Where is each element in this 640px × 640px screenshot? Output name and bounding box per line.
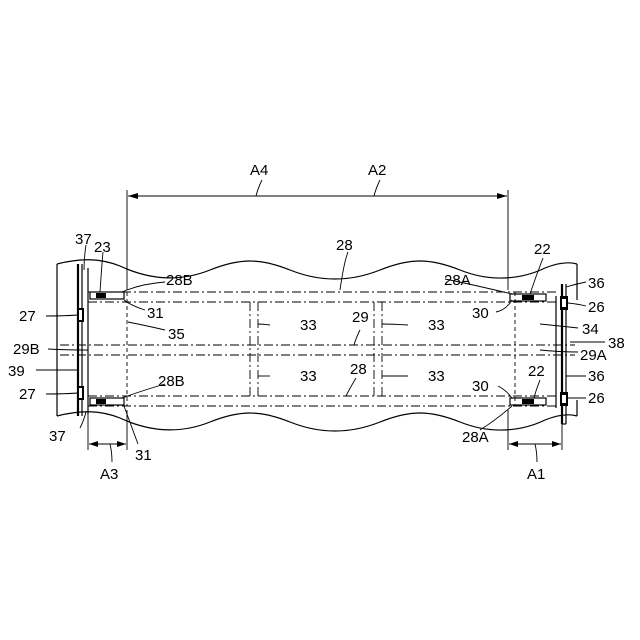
label-30-top: 30: [472, 305, 489, 322]
label-29: 29: [352, 309, 369, 326]
label-29a: 29A: [580, 347, 607, 364]
label-33-upper-right: 33: [428, 317, 445, 334]
label-a2: A2: [368, 162, 386, 179]
label-33-upper-left: 33: [300, 317, 317, 334]
label-37-bottom: 37: [49, 428, 66, 445]
leader-lines: [36, 245, 605, 444]
label-36-bottom: 36: [588, 368, 605, 385]
label-28b-top: 28B: [166, 272, 193, 289]
label-22-top: 22: [534, 241, 551, 258]
label-28a-top: 28A: [444, 272, 471, 289]
label-22-bottom: 22: [528, 363, 545, 380]
label-a3: A3: [100, 466, 118, 483]
frame-members: [60, 292, 575, 406]
label-a1: A1: [527, 466, 545, 483]
label-28-mid: 28: [350, 361, 367, 378]
label-33-lower-right: 33: [428, 368, 445, 385]
dimension-a3: [88, 410, 127, 462]
label-28b-bottom: 28B: [158, 373, 185, 390]
label-27-bottom: 27: [19, 386, 36, 403]
label-34: 34: [582, 321, 599, 338]
label-23: 23: [94, 239, 111, 256]
label-35: 35: [168, 326, 185, 343]
label-36-top: 36: [588, 275, 605, 292]
label-31-top: 31: [147, 305, 164, 322]
label-39: 39: [8, 363, 25, 380]
label-26-bottom: 26: [588, 390, 605, 407]
dimension-a1: [508, 410, 562, 462]
label-28-top: 28: [336, 237, 353, 254]
label-26-top: 26: [588, 299, 605, 316]
reference-labels: A4 A2 37 23 28 22 28B 28A 36 27 31 30 26…: [8, 162, 625, 483]
label-33-lower-left: 33: [300, 368, 317, 385]
left-end-plate: [77, 264, 88, 416]
label-38: 38: [608, 335, 625, 352]
label-27-top: 27: [19, 308, 36, 325]
right-end-plate: [556, 284, 568, 424]
label-31-bottom: 31: [135, 447, 152, 464]
label-30-bottom: 30: [472, 378, 489, 395]
label-28a-bottom: 28A: [462, 429, 489, 446]
label-37-top: 37: [75, 231, 92, 248]
label-a4: A4: [250, 162, 268, 179]
label-29b: 29B: [13, 341, 40, 358]
